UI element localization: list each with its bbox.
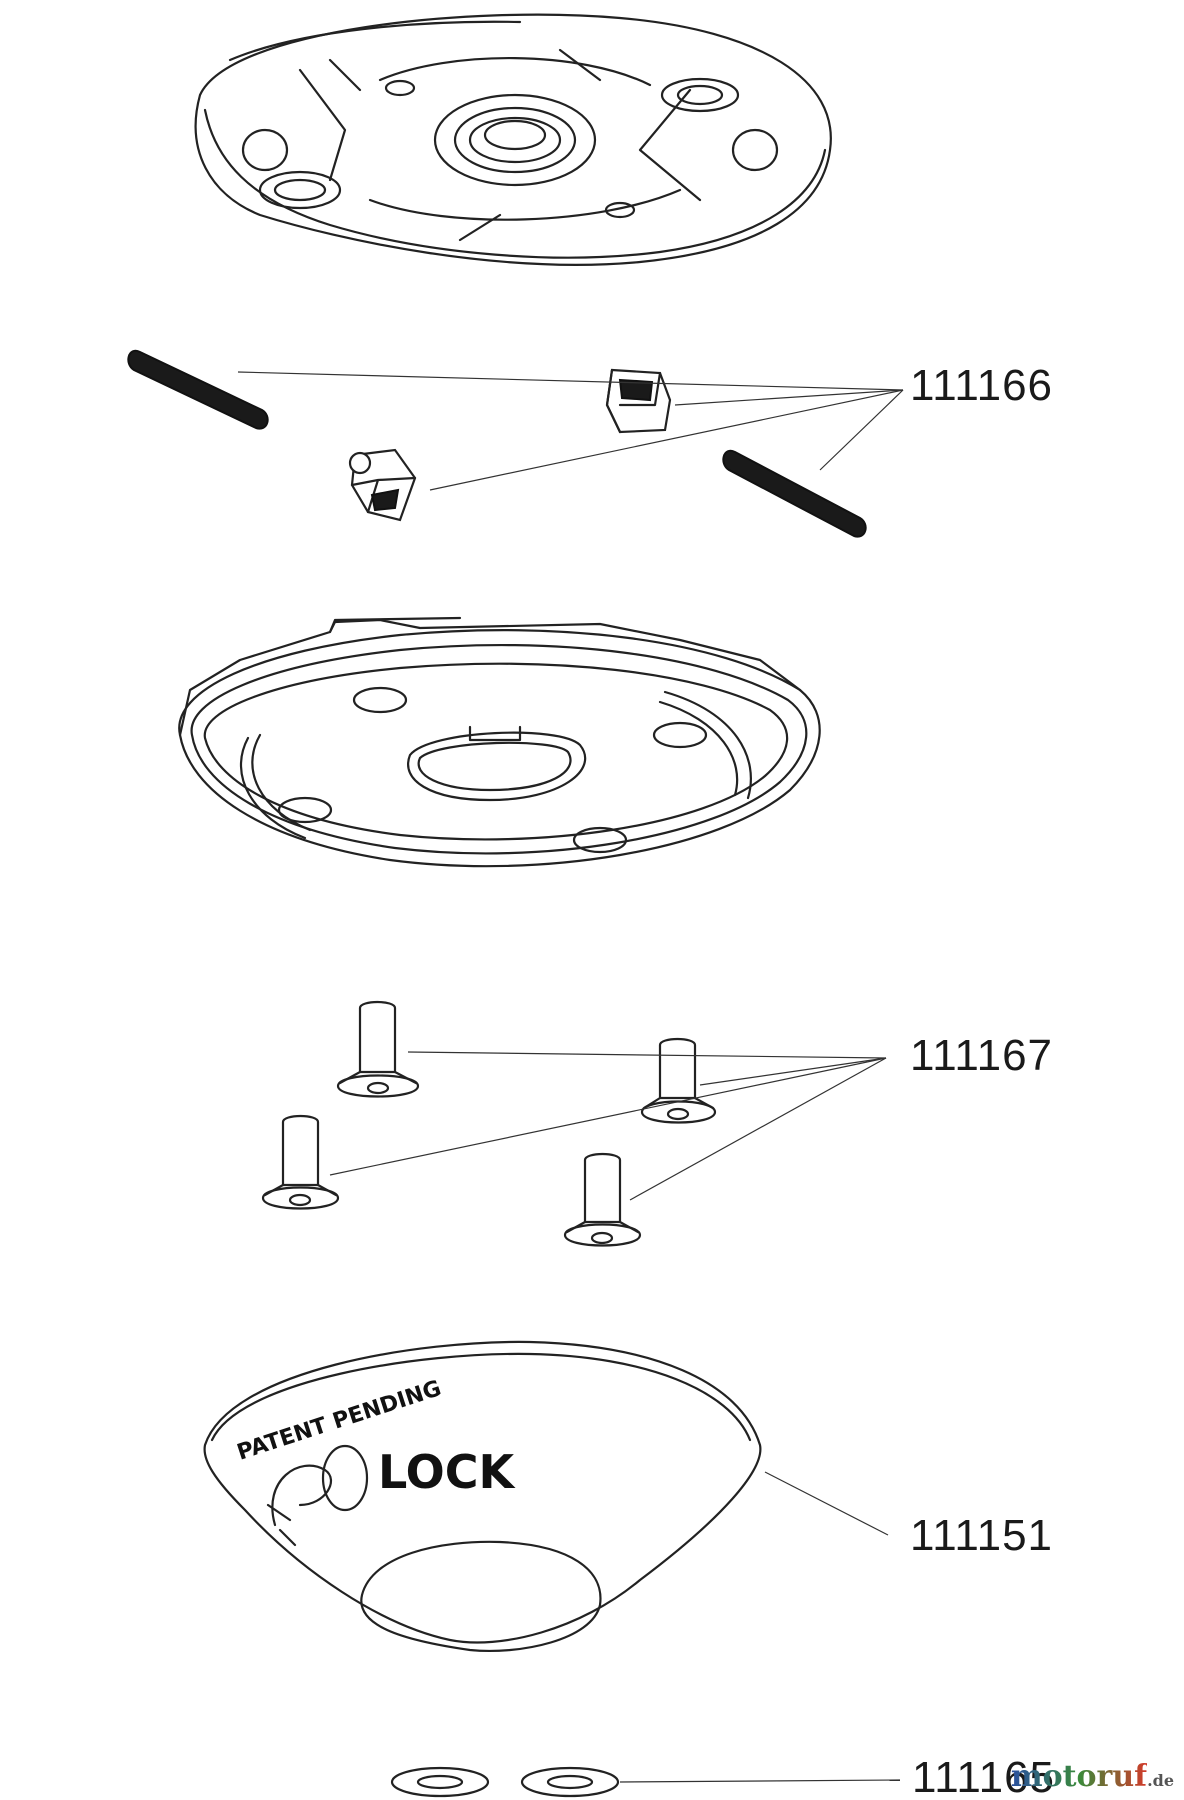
washer-left xyxy=(390,1766,490,1798)
screw-4 xyxy=(563,1152,642,1247)
screw-1 xyxy=(336,1000,420,1098)
part-number-111167: 111167 xyxy=(910,1031,1053,1080)
screw-2 xyxy=(640,1037,717,1124)
cap-lock-text: LOCK xyxy=(378,1445,517,1499)
leader-lines-111166 xyxy=(237,371,904,491)
pawl-right xyxy=(605,368,672,434)
part-number-111165: 111165 xyxy=(912,1753,1055,1800)
part-number-111151: 111151 xyxy=(910,1511,1053,1560)
upper-housing xyxy=(194,13,832,266)
leader-line-111165 xyxy=(619,1779,901,1783)
leader-lines-111167 xyxy=(329,1051,887,1201)
cap: PATENT PENDING LOCK xyxy=(203,1340,762,1652)
spring-left xyxy=(127,349,269,430)
watermark-tld: .de xyxy=(1147,1771,1174,1790)
pawl-left xyxy=(348,448,417,522)
leader-line-111151 xyxy=(764,1471,889,1536)
washer-right xyxy=(520,1766,620,1798)
base-plate xyxy=(178,616,821,868)
watermark-text: motoruf xyxy=(1010,1759,1148,1794)
part-number-111166: 111166 xyxy=(910,361,1053,410)
spring-right xyxy=(722,449,867,538)
screw-3 xyxy=(261,1114,340,1210)
watermark-logo: motoruf.de xyxy=(1011,1759,1174,1794)
lock-symbol-icon xyxy=(266,1444,369,1547)
